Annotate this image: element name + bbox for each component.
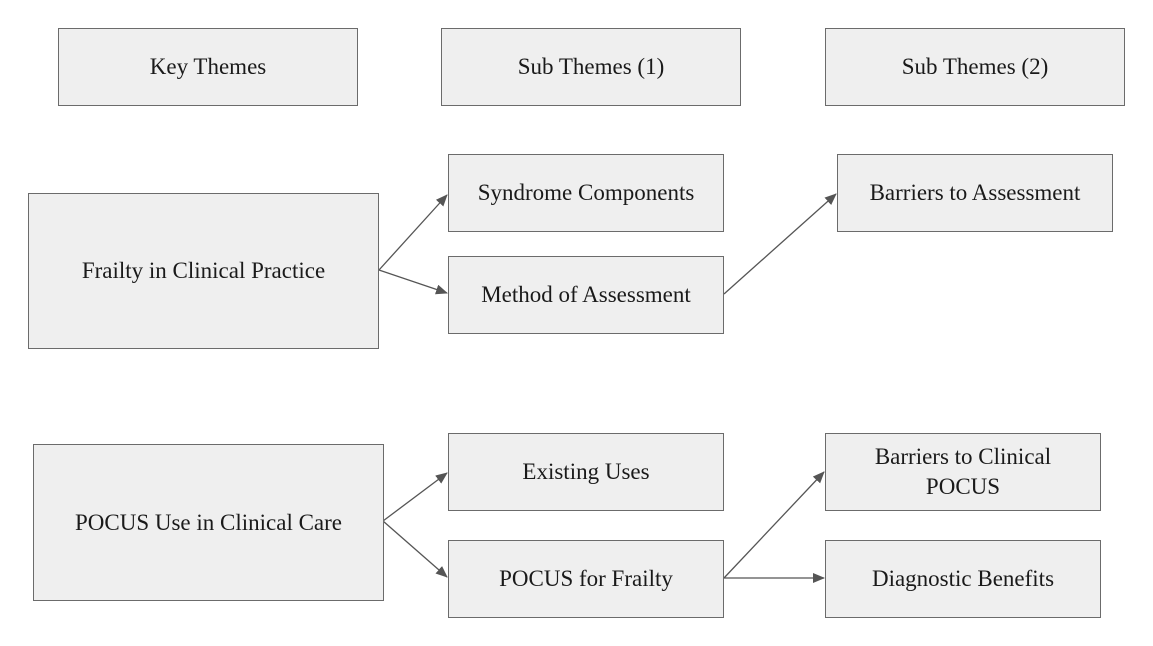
arrow-pocus-frailty-to-barriers-clinical-pocus [723,471,825,579]
node-syndrome-components-label: Syndrome Components [477,180,695,206]
node-barriers-to-clinical-pocus: Barriers to Clinical POCUS [825,433,1101,511]
arrow-pocus-care-to-pocus-for-frailty [382,520,448,578]
node-pocus-use-in-clinical-care: POCUS Use in Clinical Care [33,444,384,601]
arrow-frailty-to-syndrome-components [378,194,448,271]
node-barriers-to-assessment-label: Barriers to Assessment [869,180,1081,206]
node-pocus-use-in-clinical-care-label: POCUS Use in Clinical Care [74,509,343,535]
node-barriers-to-assessment: Barriers to Assessment [837,154,1113,232]
header-sub-themes-2: Sub Themes (2) [825,28,1125,106]
node-diagnostic-benefits-label: Diagnostic Benefits [871,566,1055,592]
node-syndrome-components: Syndrome Components [448,154,724,232]
header-key-themes-label: Key Themes [149,54,267,80]
header-key-themes: Key Themes [58,28,358,106]
node-existing-uses-label: Existing Uses [522,459,650,485]
header-sub-themes-1-label: Sub Themes (1) [517,54,665,80]
node-method-of-assessment: Method of Assessment [448,256,724,334]
node-diagnostic-benefits: Diagnostic Benefits [825,540,1101,618]
node-pocus-for-frailty: POCUS for Frailty [448,540,724,618]
header-sub-themes-1: Sub Themes (1) [441,28,741,106]
node-existing-uses: Existing Uses [448,433,724,511]
node-barriers-to-clinical-pocus-label: Barriers to Clinical POCUS [874,444,1052,499]
arrow-pocus-care-to-existing-uses [382,472,448,522]
arrow-method-to-barriers-to-assessment [723,193,837,295]
node-frailty-in-clinical-practice: Frailty in Clinical Practice [28,193,379,349]
header-sub-themes-2-label: Sub Themes (2) [901,54,1049,80]
node-method-of-assessment-label: Method of Assessment [481,282,691,308]
node-frailty-in-clinical-practice-label: Frailty in Clinical Practice [81,258,326,284]
node-pocus-for-frailty-label: POCUS for Frailty [499,566,673,592]
arrow-frailty-to-method-of-assessment [378,269,448,295]
